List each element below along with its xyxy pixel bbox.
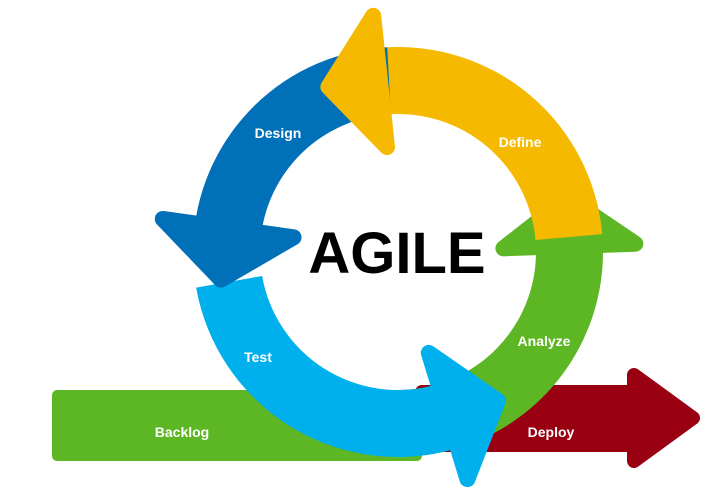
define-arc xyxy=(380,47,603,240)
test-label: Test xyxy=(244,349,272,365)
test-arc xyxy=(196,275,452,457)
test-arrowhead xyxy=(420,344,506,488)
agile-title: AGILE xyxy=(308,221,485,286)
deploy-label: Deploy xyxy=(528,424,575,440)
design-arrowhead xyxy=(154,210,302,288)
define-arrowhead xyxy=(320,7,395,156)
define-label: Define xyxy=(499,134,542,150)
analyze-label: Analyze xyxy=(518,333,571,349)
design-label: Design xyxy=(255,125,302,141)
backlog-label: Backlog xyxy=(155,424,209,440)
